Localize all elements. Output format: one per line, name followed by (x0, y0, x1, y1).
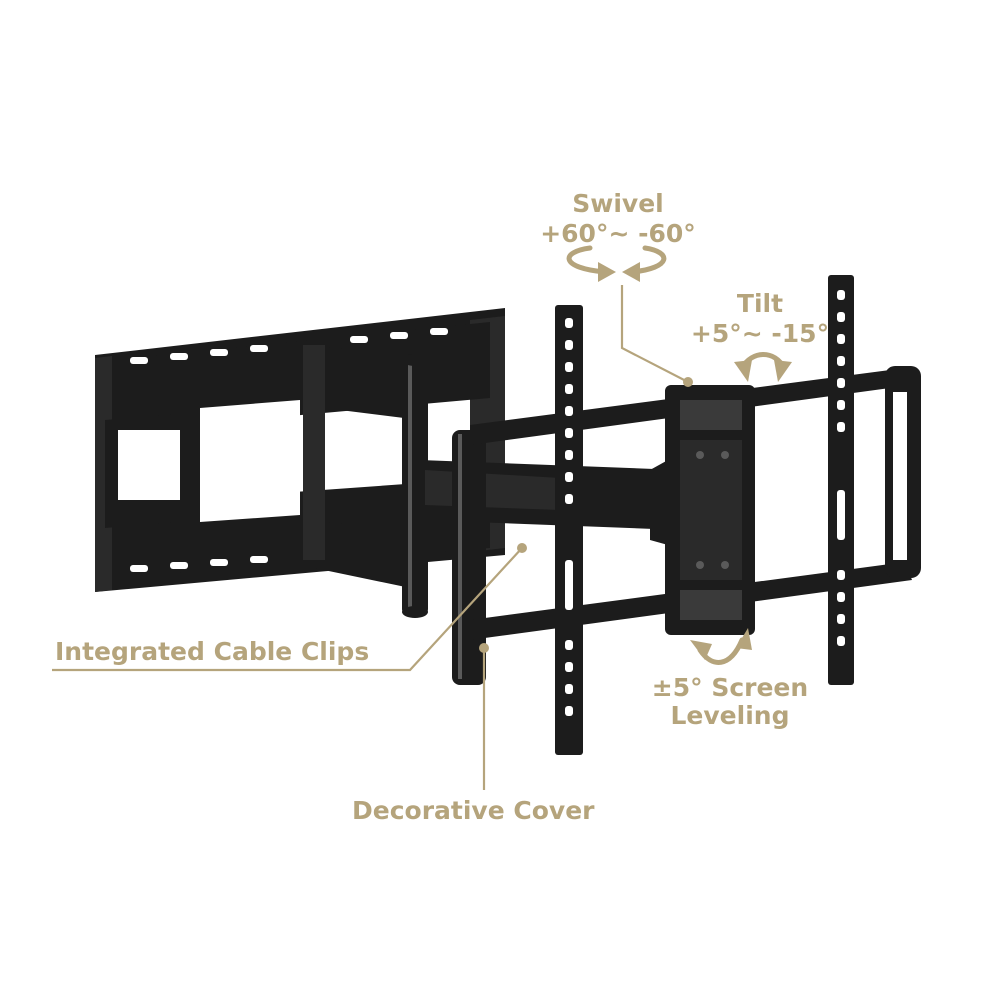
swivel-arrow-icon (566, 245, 667, 282)
tilt-title: Tilt (736, 289, 784, 318)
leveling-arrow-icon (690, 628, 752, 665)
right-vertical-strap (828, 275, 854, 685)
callout-lines (52, 285, 693, 790)
cable-clips-label: Integrated Cable Clips (55, 637, 370, 666)
tilt-arrow-icon (734, 352, 792, 382)
swivel-title: Swivel (572, 189, 664, 218)
leveling-label-line1: ±5° Screen (651, 673, 809, 702)
leveling-label-line2: Leveling (670, 701, 790, 730)
left-vertical-strap (555, 305, 583, 755)
swivel-range: +60°~ -60° (540, 219, 696, 248)
tilt-range: +5°~ -15° (690, 319, 830, 348)
decorative-cover-label: Decorative Cover (352, 796, 595, 825)
tilt-head (650, 385, 755, 635)
